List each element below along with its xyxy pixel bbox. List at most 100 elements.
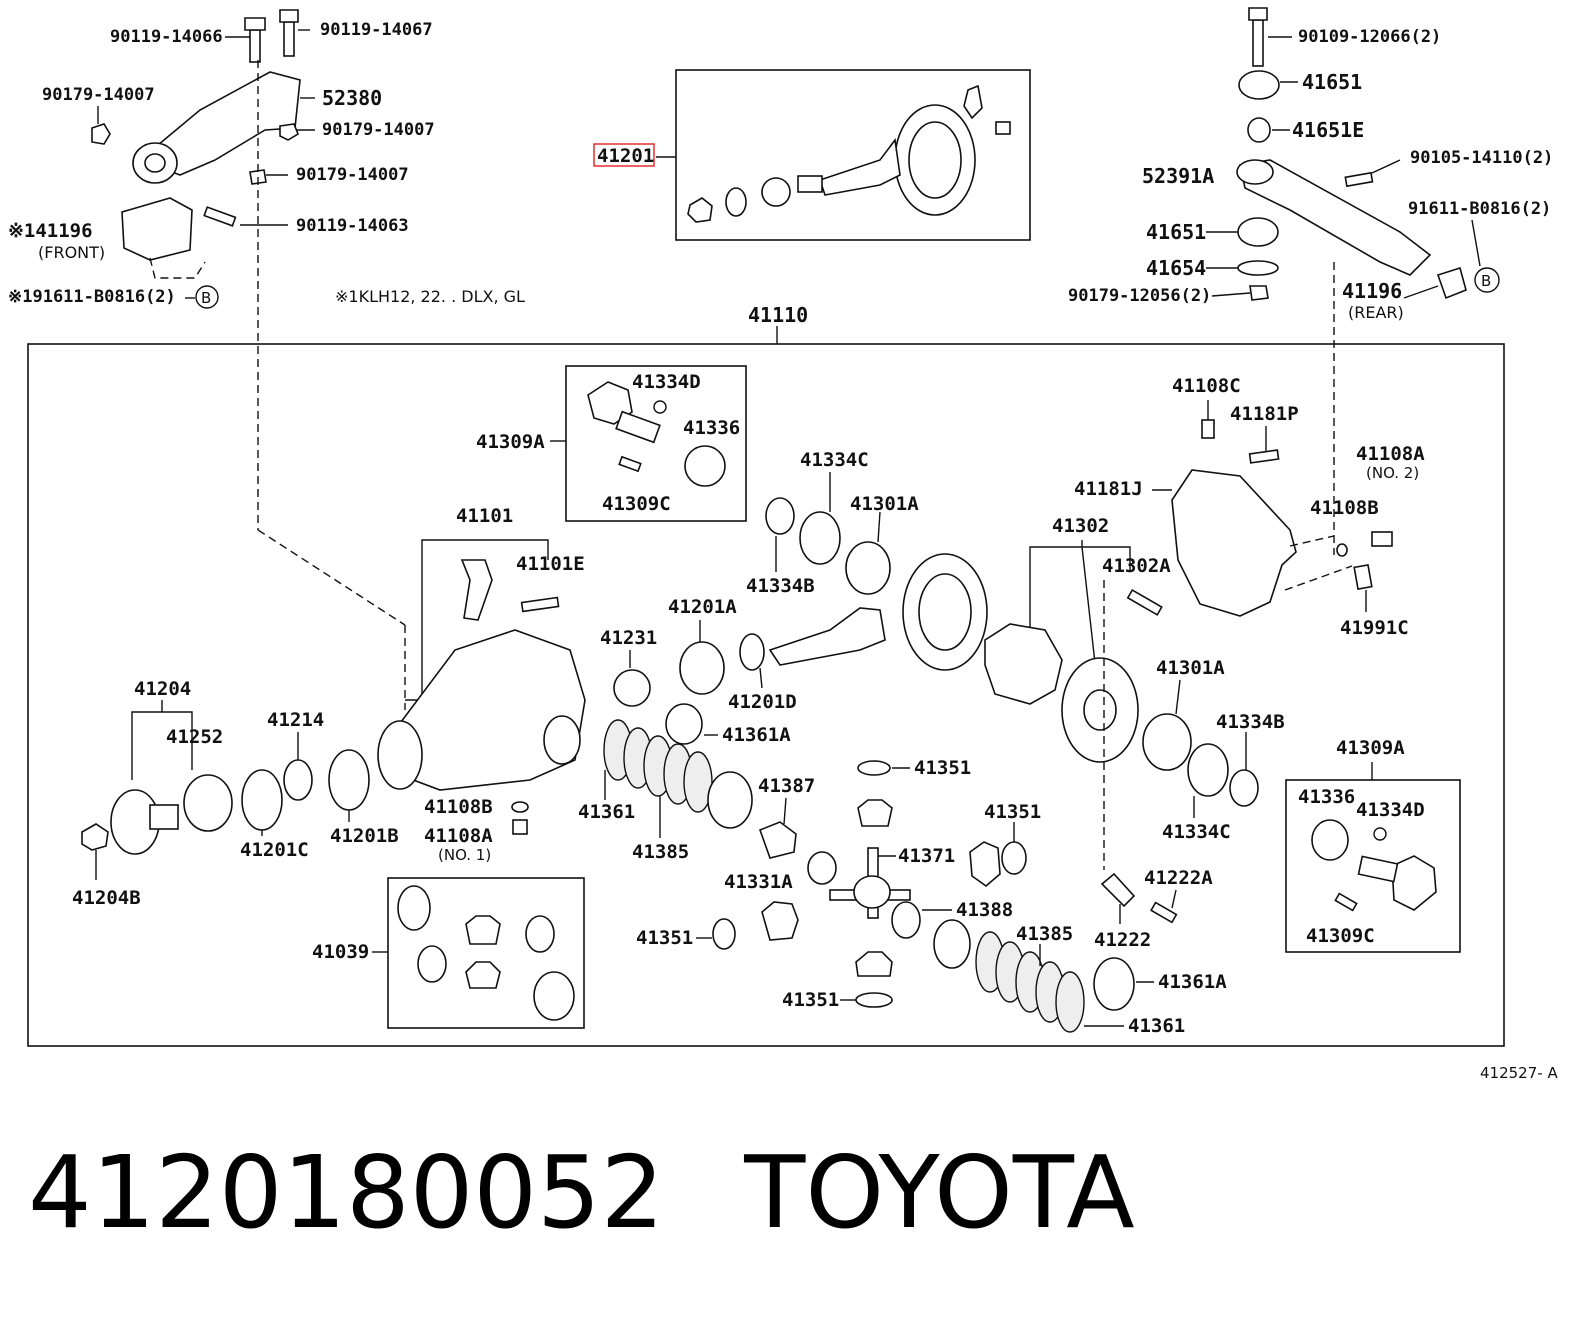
brand-name: TOYOTA — [744, 1134, 1135, 1251]
cushion-41651-top — [1238, 70, 1280, 100]
bolt-41302a — [1126, 588, 1163, 616]
pinion-gear-right — [969, 841, 1001, 888]
bearing-41301a — [845, 541, 891, 595]
label-90179-12056: 90179-12056(2) — [1068, 286, 1211, 306]
washer-41201d — [739, 633, 765, 671]
spacer-41231 — [613, 669, 651, 707]
label-41309a-a: 41309A — [476, 431, 545, 453]
label-41204: 41204 — [134, 678, 191, 700]
label-41231: 41231 — [600, 627, 657, 649]
washer-41351-left — [712, 918, 736, 950]
side-gear-right — [933, 919, 971, 969]
spring-41331a — [807, 851, 837, 885]
label-41301a-a: 41301A — [850, 493, 919, 515]
label-52380: 52380 — [322, 86, 382, 110]
label-41336-a: 41336 — [683, 417, 740, 439]
shim-41334b-right — [1229, 769, 1259, 807]
label-41309c-b: 41309C — [1306, 925, 1375, 947]
bolt-90109-12066 — [1252, 19, 1264, 67]
label-41385-b: 41385 — [1016, 923, 1073, 945]
label-rear: (REAR) — [1348, 303, 1404, 322]
label-41334c-b: 41334C — [1162, 821, 1231, 843]
label-41334c-a: 41334C — [800, 449, 869, 471]
label-41201c: 41201C — [240, 839, 309, 861]
plug-41108a-no2 — [1371, 531, 1393, 547]
label-41651-b: 41651 — [1146, 220, 1206, 244]
clutch-pack-right — [933, 919, 1085, 1033]
label-90119-14066: 90119-14066 — [110, 27, 223, 47]
label-90179-14007-c: 90179-14007 — [296, 165, 409, 185]
box-41309a-right — [1285, 779, 1461, 953]
label-90105-14110: 90105-14110(2) — [1410, 148, 1553, 168]
box-41039 — [387, 877, 585, 1029]
label-41331a: 41331A — [724, 871, 793, 893]
label-41385-a: 41385 — [632, 841, 689, 863]
pinion-gear-top — [857, 799, 893, 827]
label-41388: 41388 — [956, 899, 1013, 921]
label-52391a: 52391A — [1142, 164, 1214, 188]
caption: 4120180052 TOYOTA — [28, 1128, 1568, 1258]
rear-cover-41181j — [1171, 469, 1297, 617]
label-41651e: 41651E — [1292, 118, 1364, 142]
washer-41351-bottom — [855, 992, 893, 1008]
note-1klh12: ※1KLH12, 22. . DLX, GL — [335, 287, 525, 306]
differential-parts-diagram: 90119-14066 90119-14067 90179-14007 5238… — [8, 7, 1558, 1082]
cushion-41651-bottom — [1237, 217, 1279, 247]
bolt-90119-14067 — [283, 21, 295, 57]
label-plate-41991c — [1353, 564, 1373, 590]
circle-b-left-text: B — [201, 289, 211, 307]
label-41201d: 41201D — [728, 691, 797, 713]
shim-41334b — [765, 497, 795, 535]
label-41108a-a: 41108A — [424, 825, 493, 847]
label-41361a-a: 41361A — [722, 724, 791, 746]
part-number: 4120180052 — [28, 1134, 665, 1251]
label-41336-b: 41336 — [1298, 786, 1355, 808]
label-41334d-a: 41334D — [632, 371, 701, 393]
label-no2: (NO. 2) — [1366, 464, 1419, 482]
block-41388 — [891, 901, 921, 939]
bearing-41201a — [679, 641, 725, 695]
label-90119-14067: 90119-14067 — [320, 20, 433, 40]
seal-41361a-left — [665, 703, 703, 745]
label-41181p: 41181P — [1230, 403, 1299, 425]
box-41309a-left — [565, 365, 747, 522]
label-41351-a: 41351 — [914, 757, 971, 779]
seal-41336-right — [1311, 819, 1349, 861]
label-41387: 41387 — [758, 775, 815, 797]
label-41651-a: 41651 — [1302, 70, 1362, 94]
label-41301a-b: 41301A — [1156, 657, 1225, 679]
pinion-gear-bottom — [855, 951, 893, 977]
pinion-gear-left — [761, 901, 799, 941]
label-41334b-b: 41334B — [1216, 711, 1285, 733]
label-41334b-a: 41334B — [746, 575, 815, 597]
circle-b-right — [1474, 267, 1500, 293]
label-41201a: 41201A — [668, 596, 737, 618]
front-mount-group — [91, 9, 406, 710]
bolt-41181p — [1248, 449, 1280, 464]
label-41110: 41110 — [748, 303, 808, 327]
label-41039: 41039 — [312, 941, 369, 963]
label-41351-c: 41351 — [636, 927, 693, 949]
ring-pinion-gear-set — [687, 84, 1011, 223]
gear-kit-41039 — [397, 885, 575, 1021]
seal-41252 — [183, 774, 233, 832]
clutch-pack-left — [603, 719, 753, 829]
label-41204b: 41204B — [72, 887, 141, 909]
label-41108b-b: 41108B — [1310, 497, 1379, 519]
circle-b-left — [195, 285, 219, 309]
washer-41654 — [1237, 260, 1279, 276]
label-191611-b0816: ※191611-B0816(2) — [8, 287, 176, 307]
washer-41351-top — [857, 760, 891, 776]
side-gear-left — [707, 771, 753, 829]
bearing-41201b — [328, 749, 370, 811]
spacer-41214 — [283, 759, 313, 801]
label-41302: 41302 — [1052, 515, 1109, 537]
label-41222a: 41222A — [1144, 867, 1213, 889]
lock-41222 — [1100, 872, 1136, 908]
label-141196: ※141196 — [8, 220, 93, 242]
box-41110 — [27, 343, 1505, 1047]
label-41108b-a: 41108B — [424, 796, 493, 818]
label-41196: 41196 — [1342, 279, 1402, 303]
label-41991c: 41991C — [1340, 617, 1409, 639]
label-41201b: 41201B — [330, 825, 399, 847]
